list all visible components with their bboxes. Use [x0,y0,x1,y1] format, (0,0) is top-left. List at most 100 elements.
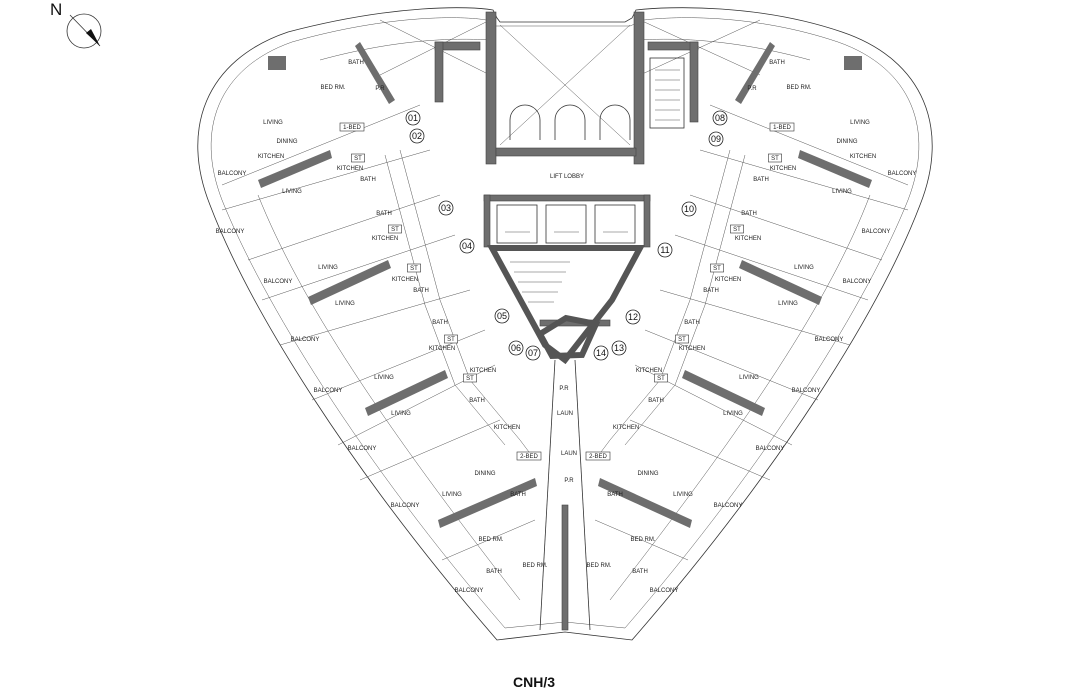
room-tag-box [710,263,724,273]
room-label: BALCONY [650,588,679,594]
room-label: ST [657,376,665,382]
room-label: P.R [747,86,757,92]
room-label: LIVING [374,375,394,381]
room-label: BALCONY [455,588,484,594]
room-label: ST [678,337,686,343]
room-label: BATH [376,211,392,217]
room-label: BALCONY [714,503,743,509]
facade-line [257,38,871,601]
atrium-void [379,19,761,146]
unit-number-text: 04 [462,241,472,251]
room-label: P.R [375,86,385,92]
room-label: ST [466,376,474,382]
room-label: BATH [741,211,757,217]
service-rooms [384,149,746,461]
room-tag-box [351,153,365,163]
room-label: BATH [648,398,664,404]
unit-number-text: 08 [715,113,725,123]
core-triangle [486,245,646,365]
room-label: LIVING [723,411,743,417]
room-label: LIVING [282,189,302,195]
room-tag-box [388,224,402,234]
room-label: KITCHEN [770,166,796,172]
building-outline [197,7,933,641]
unit-number-05: 05 [494,308,510,324]
room-label: LIVING [673,492,693,498]
room-label: BALCONY [391,503,420,509]
unit-number-09: 09 [708,131,724,147]
room-label: DINING [475,471,496,477]
room-label: LIVING [318,265,338,271]
room-label: BATH [432,320,448,326]
room-label: KITCHEN [735,236,761,242]
room-label: KITCHEN [715,277,741,283]
unit-number-11: 11 [657,242,673,258]
room-label: ST [733,227,741,233]
room-label: BATH [413,288,429,294]
room-label: BED RM. [320,85,345,91]
room-label: 2-BED [520,454,538,460]
room-label: BATH [607,492,623,498]
room-label: BALCONY [291,337,320,343]
room-label: KITCHEN [392,277,418,283]
room-label: DINING [638,471,659,477]
room-label: BED RM. [522,563,547,569]
room-label: 1-BED [343,125,361,131]
room-label: BED RM. [786,85,811,91]
room-tag-box [516,451,542,461]
stair-east [649,57,685,129]
unit-number-14: 14 [593,345,609,361]
room-label: BALCONY [888,171,917,177]
party-walls [258,42,872,528]
room-label: BATH [486,569,502,575]
room-label: KITCHEN [258,154,284,160]
room-label: LIVING [391,411,411,417]
room-label: ST [391,227,399,233]
room-label: KITCHEN [337,166,363,172]
room-label: KITCHEN [429,346,455,352]
room-label: DINING [837,139,858,145]
room-tag-box [585,451,611,461]
room-label: ST [354,156,362,162]
room-label: BALCONY [348,446,377,452]
unit-number-13: 13 [611,340,627,356]
room-label: KITCHEN [636,368,662,374]
unit-number-12: 12 [625,309,641,325]
room-label: BATH [360,177,376,183]
unit-number-06: 06 [508,340,524,356]
room-tag-box [407,263,421,273]
room-labels: BATH BED RM. P.R LIVING 1-BED DINING KITCHEN BA… [216,60,917,594]
core-walls [434,11,699,327]
lobby-arches [509,104,631,140]
room-label: KITCHEN [679,346,705,352]
room-label: BATH [703,288,719,294]
room-label: LIVING [739,375,759,381]
unit-number-text: 03 [441,203,451,213]
room-label: P.R [559,386,569,392]
room-tag-box [654,373,668,383]
room-label: ST [713,266,721,272]
room-label: LIVING [442,492,462,498]
unit-number-01: 01 [405,110,421,126]
unit-number-text: 10 [684,204,694,214]
room-label: BED RM. [586,563,611,569]
room-label: BALCONY [843,279,872,285]
room-tag-box [768,153,782,163]
room-tag-box [339,122,365,132]
room-label: KITCHEN [850,154,876,160]
room-tag-box [675,334,689,344]
room-tag-box [444,334,458,344]
room-label: KITCHEN [613,425,639,431]
room-label: LIVING [832,189,852,195]
unit-number-text: 07 [528,348,538,358]
unit-number-text: 12 [628,312,638,322]
stair [510,261,570,303]
unit-number-text: 14 [596,348,606,358]
room-label: 2-BED [589,454,607,460]
room-label: LIVING [850,120,870,126]
unit-number-text: 09 [711,134,721,144]
room-label: BALCONY [815,337,844,343]
room-label: KITCHEN [470,368,496,374]
drawing-caption: CNH/3 [512,674,555,690]
room-label: BALCONY [314,388,343,394]
